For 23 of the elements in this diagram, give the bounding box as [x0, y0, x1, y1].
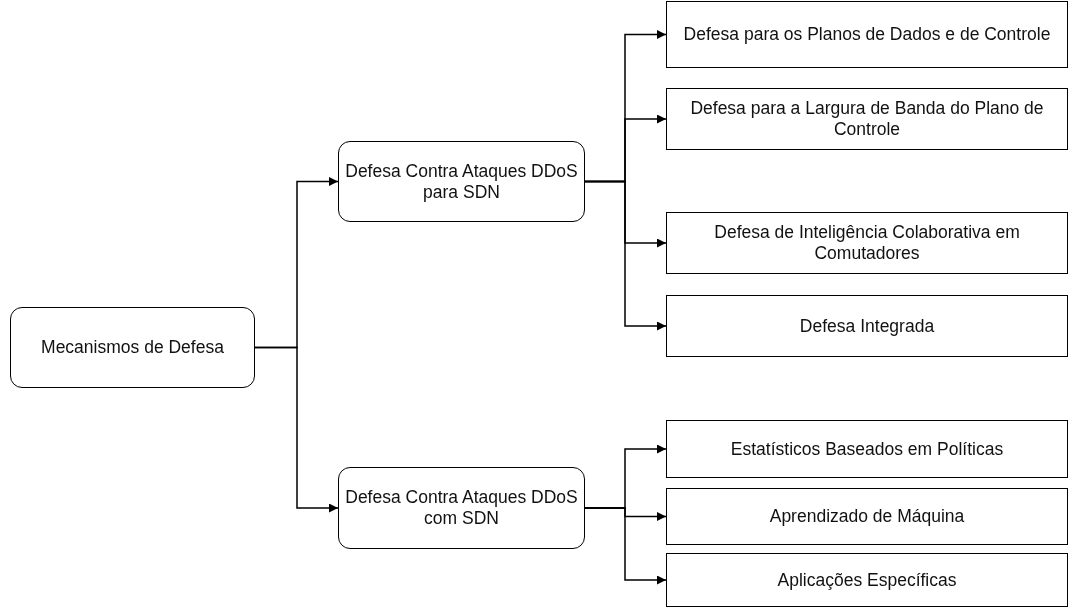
node-label: Defesa para os Planos de Dados e de Controle — [683, 24, 1051, 45]
category-box — [666, 1, 1068, 68]
node-label: Estatísticos Baseados em Políticas — [730, 438, 1004, 460]
node-label: Defesa Contra Ataques DDoS para SDN — [345, 160, 578, 203]
category-box — [666, 488, 1068, 545]
node-label: Defesa para a Largura de Banda do Plano de Controle — [689, 98, 1045, 140]
category-box — [666, 88, 1068, 150]
node-label: Aplicações Específicas — [777, 569, 957, 591]
category-box — [666, 212, 1068, 274]
connector-arrow — [254, 346, 339, 513]
rounded-box — [338, 467, 585, 549]
node-label: Defesa Contra Ataques DDoS com SDN — [345, 487, 578, 529]
category-box — [666, 420, 1068, 478]
category-box — [666, 553, 1068, 607]
rounded-box — [338, 141, 585, 222]
connector-arrow — [584, 507, 667, 585]
node-label: Defesa Integrada — [799, 315, 935, 337]
connector-arrow — [584, 180, 667, 331]
category-box — [666, 295, 1068, 357]
rounded-box — [10, 307, 255, 388]
node-label: Defesa de Inteligência Colaborativa em Comutadores — [713, 222, 1021, 264]
node-label: Mecanismos de Defesa — [41, 337, 224, 358]
node-label: Aprendizado de Máquina — [769, 506, 965, 527]
